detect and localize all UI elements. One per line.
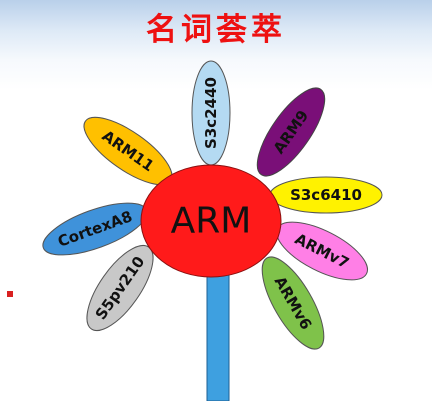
flower-center-label: ARM <box>171 201 252 242</box>
bullet-marker <box>7 291 13 297</box>
flower-center <box>140 164 282 278</box>
petal-s3c6410-label: S3c6410 <box>290 186 362 204</box>
petal-s3c2440-label: S3c2440 <box>202 77 220 149</box>
slide-title: 名词荟萃 <box>146 12 286 48</box>
petal-s3c6410: S3c6410 <box>269 176 383 214</box>
petal-arm9: ARM9 <box>256 87 326 177</box>
petal-armv6-shape <box>261 256 325 350</box>
petal-arm9-shape <box>256 87 326 177</box>
petal-s3c2440: S3c2440 <box>191 60 231 166</box>
